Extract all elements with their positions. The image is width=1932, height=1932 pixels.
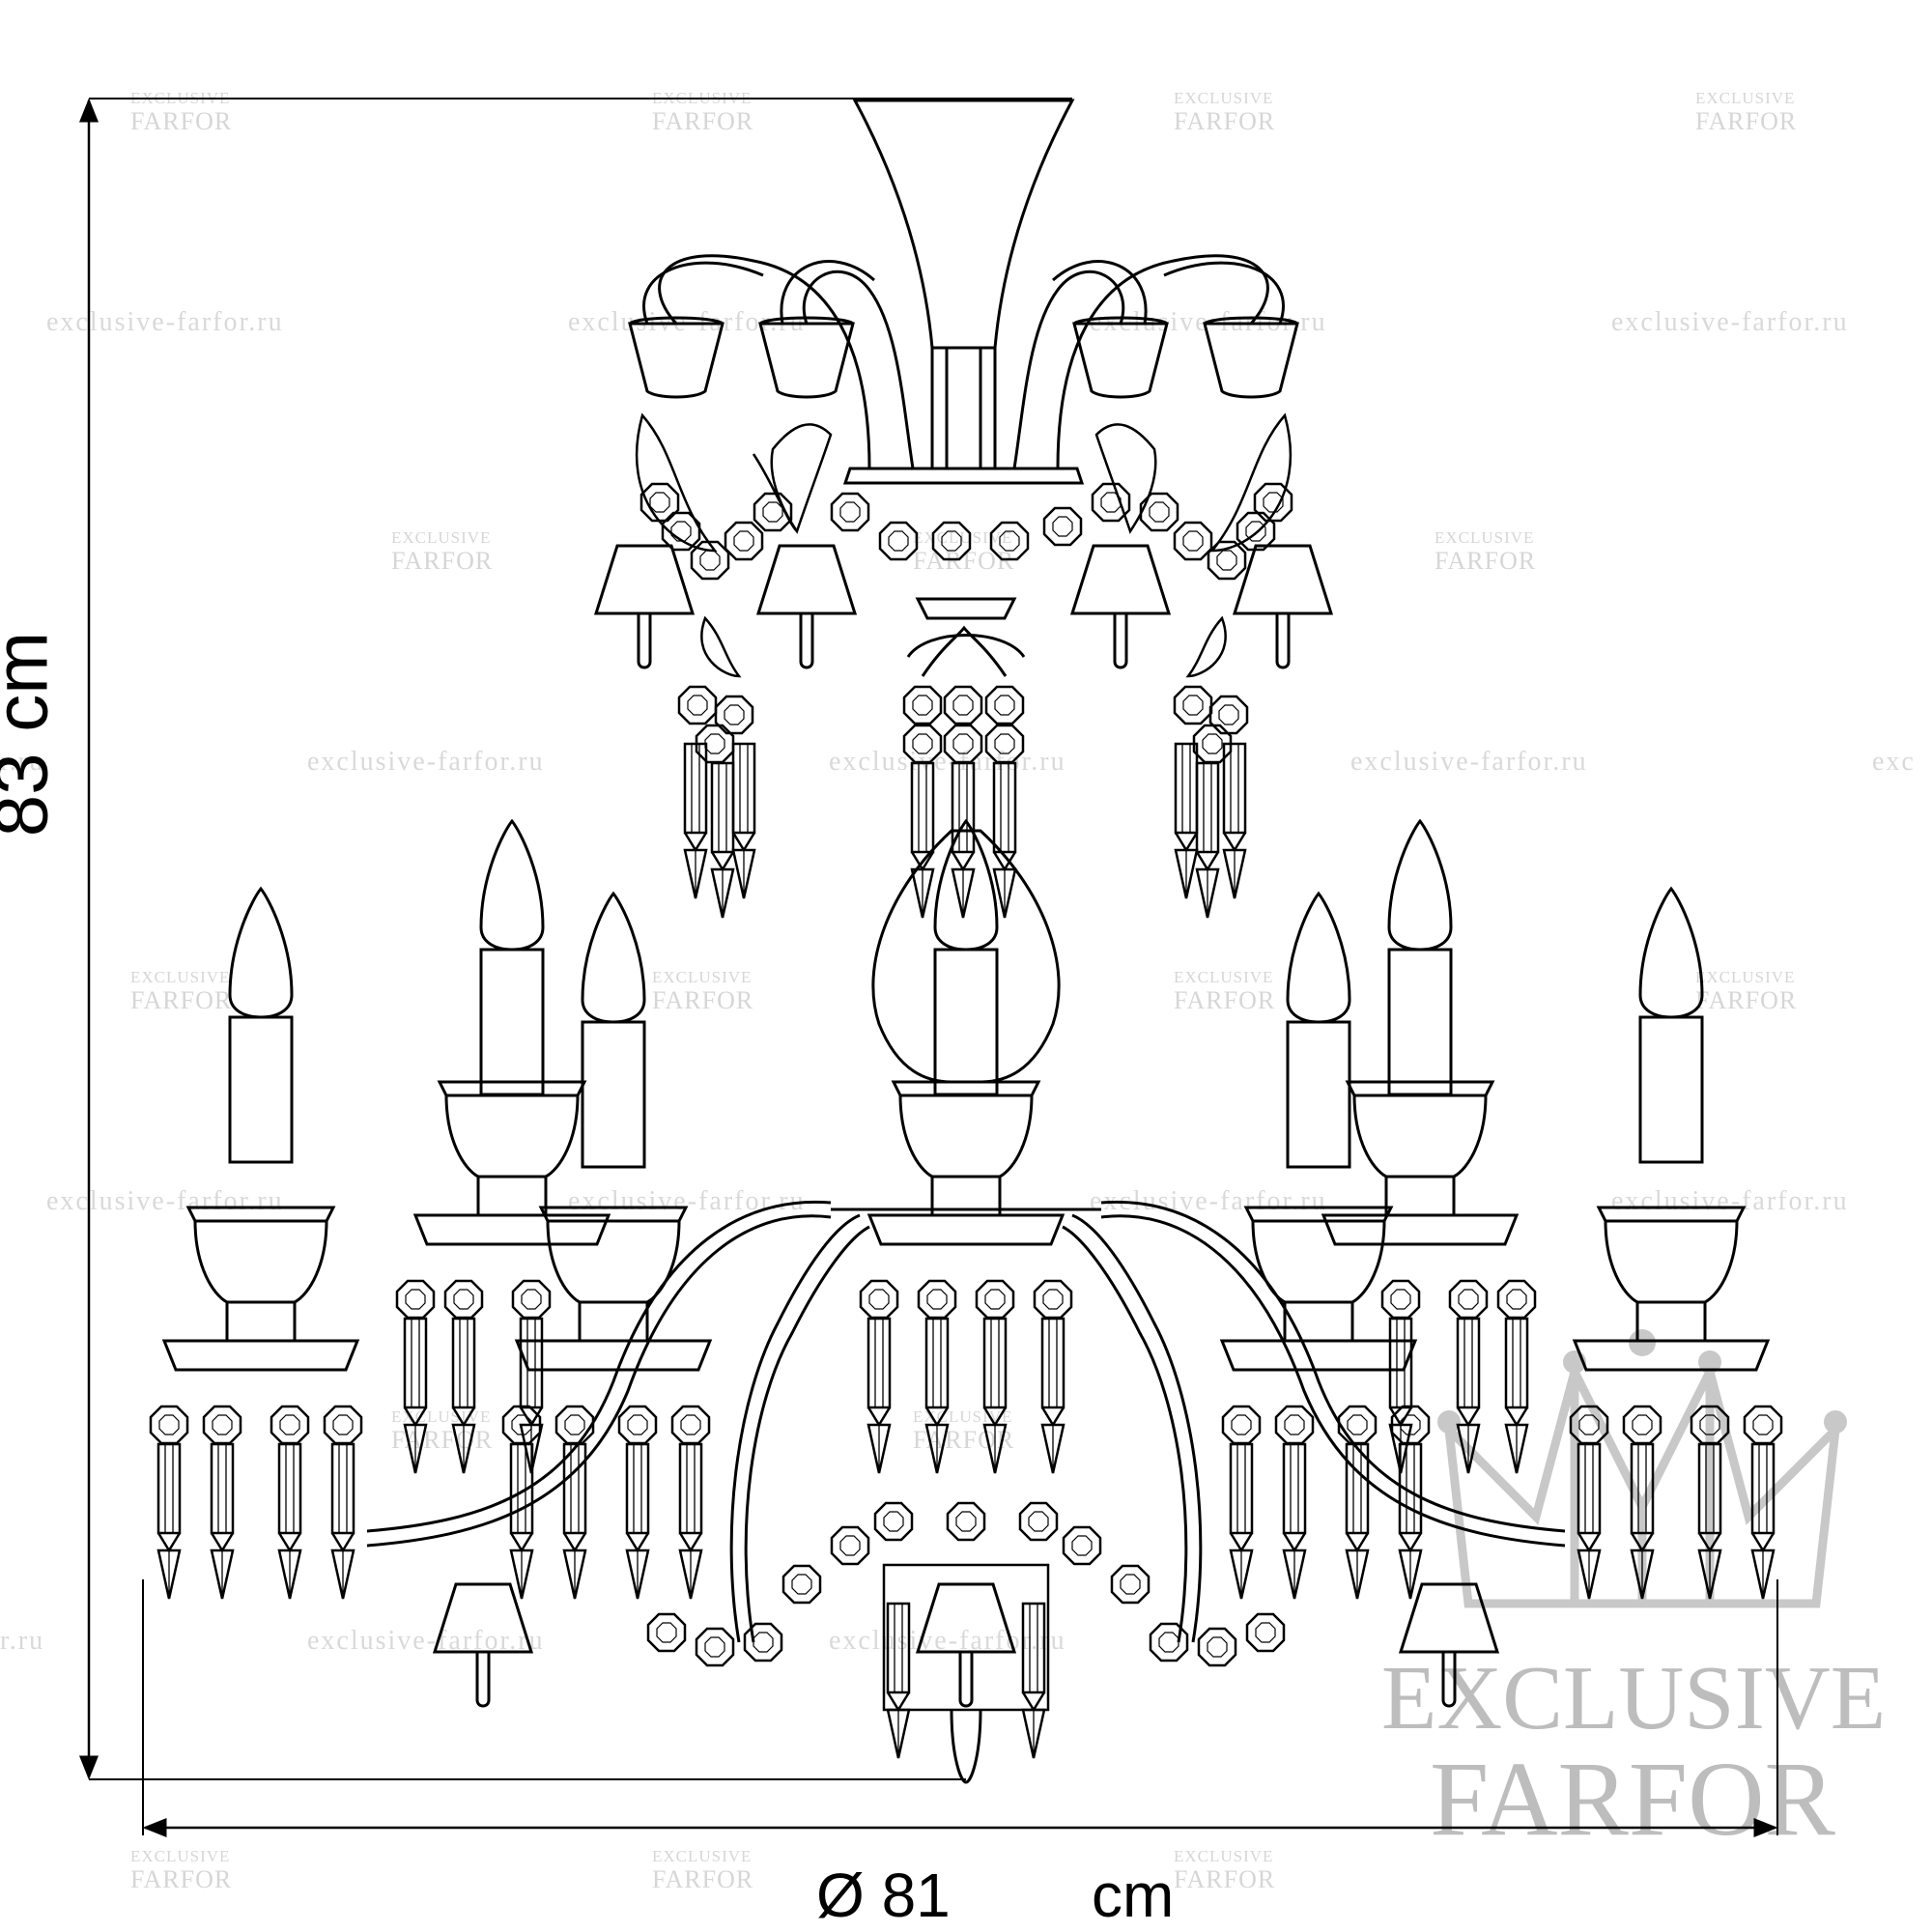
watermark-line1: EXCLUSIVE bbox=[1695, 968, 1796, 986]
candle bbox=[1387, 819, 1453, 1096]
watermark-line2: FARFOR bbox=[1695, 107, 1798, 135]
watermark-line1: EXCLUSIVE bbox=[1174, 968, 1274, 986]
watermark-line1: EXCLUSIVE bbox=[1174, 89, 1274, 107]
candle bbox=[1286, 892, 1351, 1169]
upper-shade bbox=[1072, 316, 1169, 399]
watermark-url: exc bbox=[1872, 747, 1916, 777]
pendant-cluster-left bbox=[677, 615, 756, 920]
candle bbox=[581, 892, 646, 1169]
upper-lower-shade bbox=[756, 544, 857, 669]
watermark-line1: EXCLUSIVE bbox=[1174, 1847, 1274, 1865]
watermark-line2: FARFOR bbox=[652, 107, 754, 135]
watermark-line1: EXCLUSIVE bbox=[652, 968, 753, 986]
crystal-chain-upper bbox=[639, 482, 1293, 581]
upper-lower-shade bbox=[1070, 544, 1171, 669]
watermark-line2: FARFOR bbox=[1174, 986, 1276, 1014]
watermark-line2: FARFOR bbox=[1435, 547, 1537, 575]
bottom-cluster bbox=[882, 1563, 1050, 1784]
watermark-line1: EXCLUSIVE bbox=[652, 1847, 753, 1865]
prism-row bbox=[1569, 1405, 1783, 1601]
watermark-line1: EXCLUSIVE bbox=[913, 528, 1013, 547]
watermark-line2: FARFOR bbox=[913, 547, 1015, 575]
watermark-line1: EXCLUSIVE bbox=[1435, 528, 1535, 547]
upper-shade bbox=[758, 316, 855, 399]
watermark-line2: FARFOR bbox=[130, 107, 233, 135]
upper-lower-shade bbox=[594, 544, 695, 669]
watermark-url: exclusive-farfor.ru bbox=[1611, 1186, 1849, 1216]
width-dimension-unit: cm bbox=[1092, 1861, 1175, 1930]
watermark-line2: FARFOR bbox=[652, 1865, 754, 1893]
central-column bbox=[906, 597, 1026, 677]
watermark-url: exclusive-farfor.ru bbox=[307, 747, 545, 777]
watermark-line1: EXCLUSIVE bbox=[130, 1847, 231, 1865]
upper-shade bbox=[1203, 316, 1299, 399]
candle-cup bbox=[1573, 1206, 1770, 1372]
watermark-line2: FARFOR bbox=[1174, 1865, 1276, 1893]
watermark-line2: FARFOR bbox=[391, 547, 494, 575]
watermark-line2: FARFOR bbox=[1174, 107, 1276, 135]
watermark-url: exclusive-farfor.ru bbox=[1350, 747, 1588, 777]
width-dimension-label: Ø 81 bbox=[816, 1861, 951, 1930]
logo-line1: EXCLUSIVE bbox=[1381, 1648, 1887, 1748]
candle-cup bbox=[162, 1206, 359, 1372]
watermark-url: exclusive-farfor.ru bbox=[568, 1186, 806, 1216]
height-label-text: 83 cm bbox=[0, 631, 64, 838]
watermark-line2: FARFOR bbox=[130, 1865, 233, 1893]
bottom-shade bbox=[1399, 1582, 1499, 1708]
watermark-url: r.ru bbox=[0, 747, 45, 777]
leaf-ornaments bbox=[636, 412, 1292, 553]
bottom-shade bbox=[916, 1582, 1016, 1708]
upper-arms bbox=[642, 254, 1285, 469]
pendant-cluster-right bbox=[1173, 615, 1249, 920]
watermark-line1: EXCLUSIVE bbox=[130, 968, 231, 986]
candle bbox=[933, 819, 999, 1096]
lower-arms bbox=[366, 1200, 1566, 1643]
crown-icon bbox=[1437, 1329, 1847, 1608]
prism-row bbox=[149, 1405, 363, 1601]
watermark-line1: EXCLUSIVE bbox=[1695, 89, 1796, 107]
watermark-line2: FARFOR bbox=[130, 986, 233, 1014]
upper-lower-shade bbox=[1233, 544, 1333, 669]
central-chain bbox=[902, 685, 1025, 920]
watermark-line2: FARFOR bbox=[1695, 986, 1798, 1014]
watermark-url: r.ru bbox=[0, 1626, 45, 1656]
candle bbox=[479, 819, 545, 1096]
candle bbox=[1638, 887, 1704, 1164]
candle bbox=[228, 887, 294, 1164]
upper-shade bbox=[628, 316, 724, 399]
bottom-shade bbox=[433, 1582, 533, 1708]
ceiling-canopy bbox=[842, 99, 1085, 485]
candle-cup bbox=[867, 1080, 1065, 1246]
watermark-line2: FARFOR bbox=[652, 986, 754, 1014]
prism-row bbox=[859, 1279, 1073, 1475]
watermark-url: exclusive-farfor.ru bbox=[1611, 307, 1849, 337]
watermark-line1: EXCLUSIVE bbox=[391, 528, 492, 547]
